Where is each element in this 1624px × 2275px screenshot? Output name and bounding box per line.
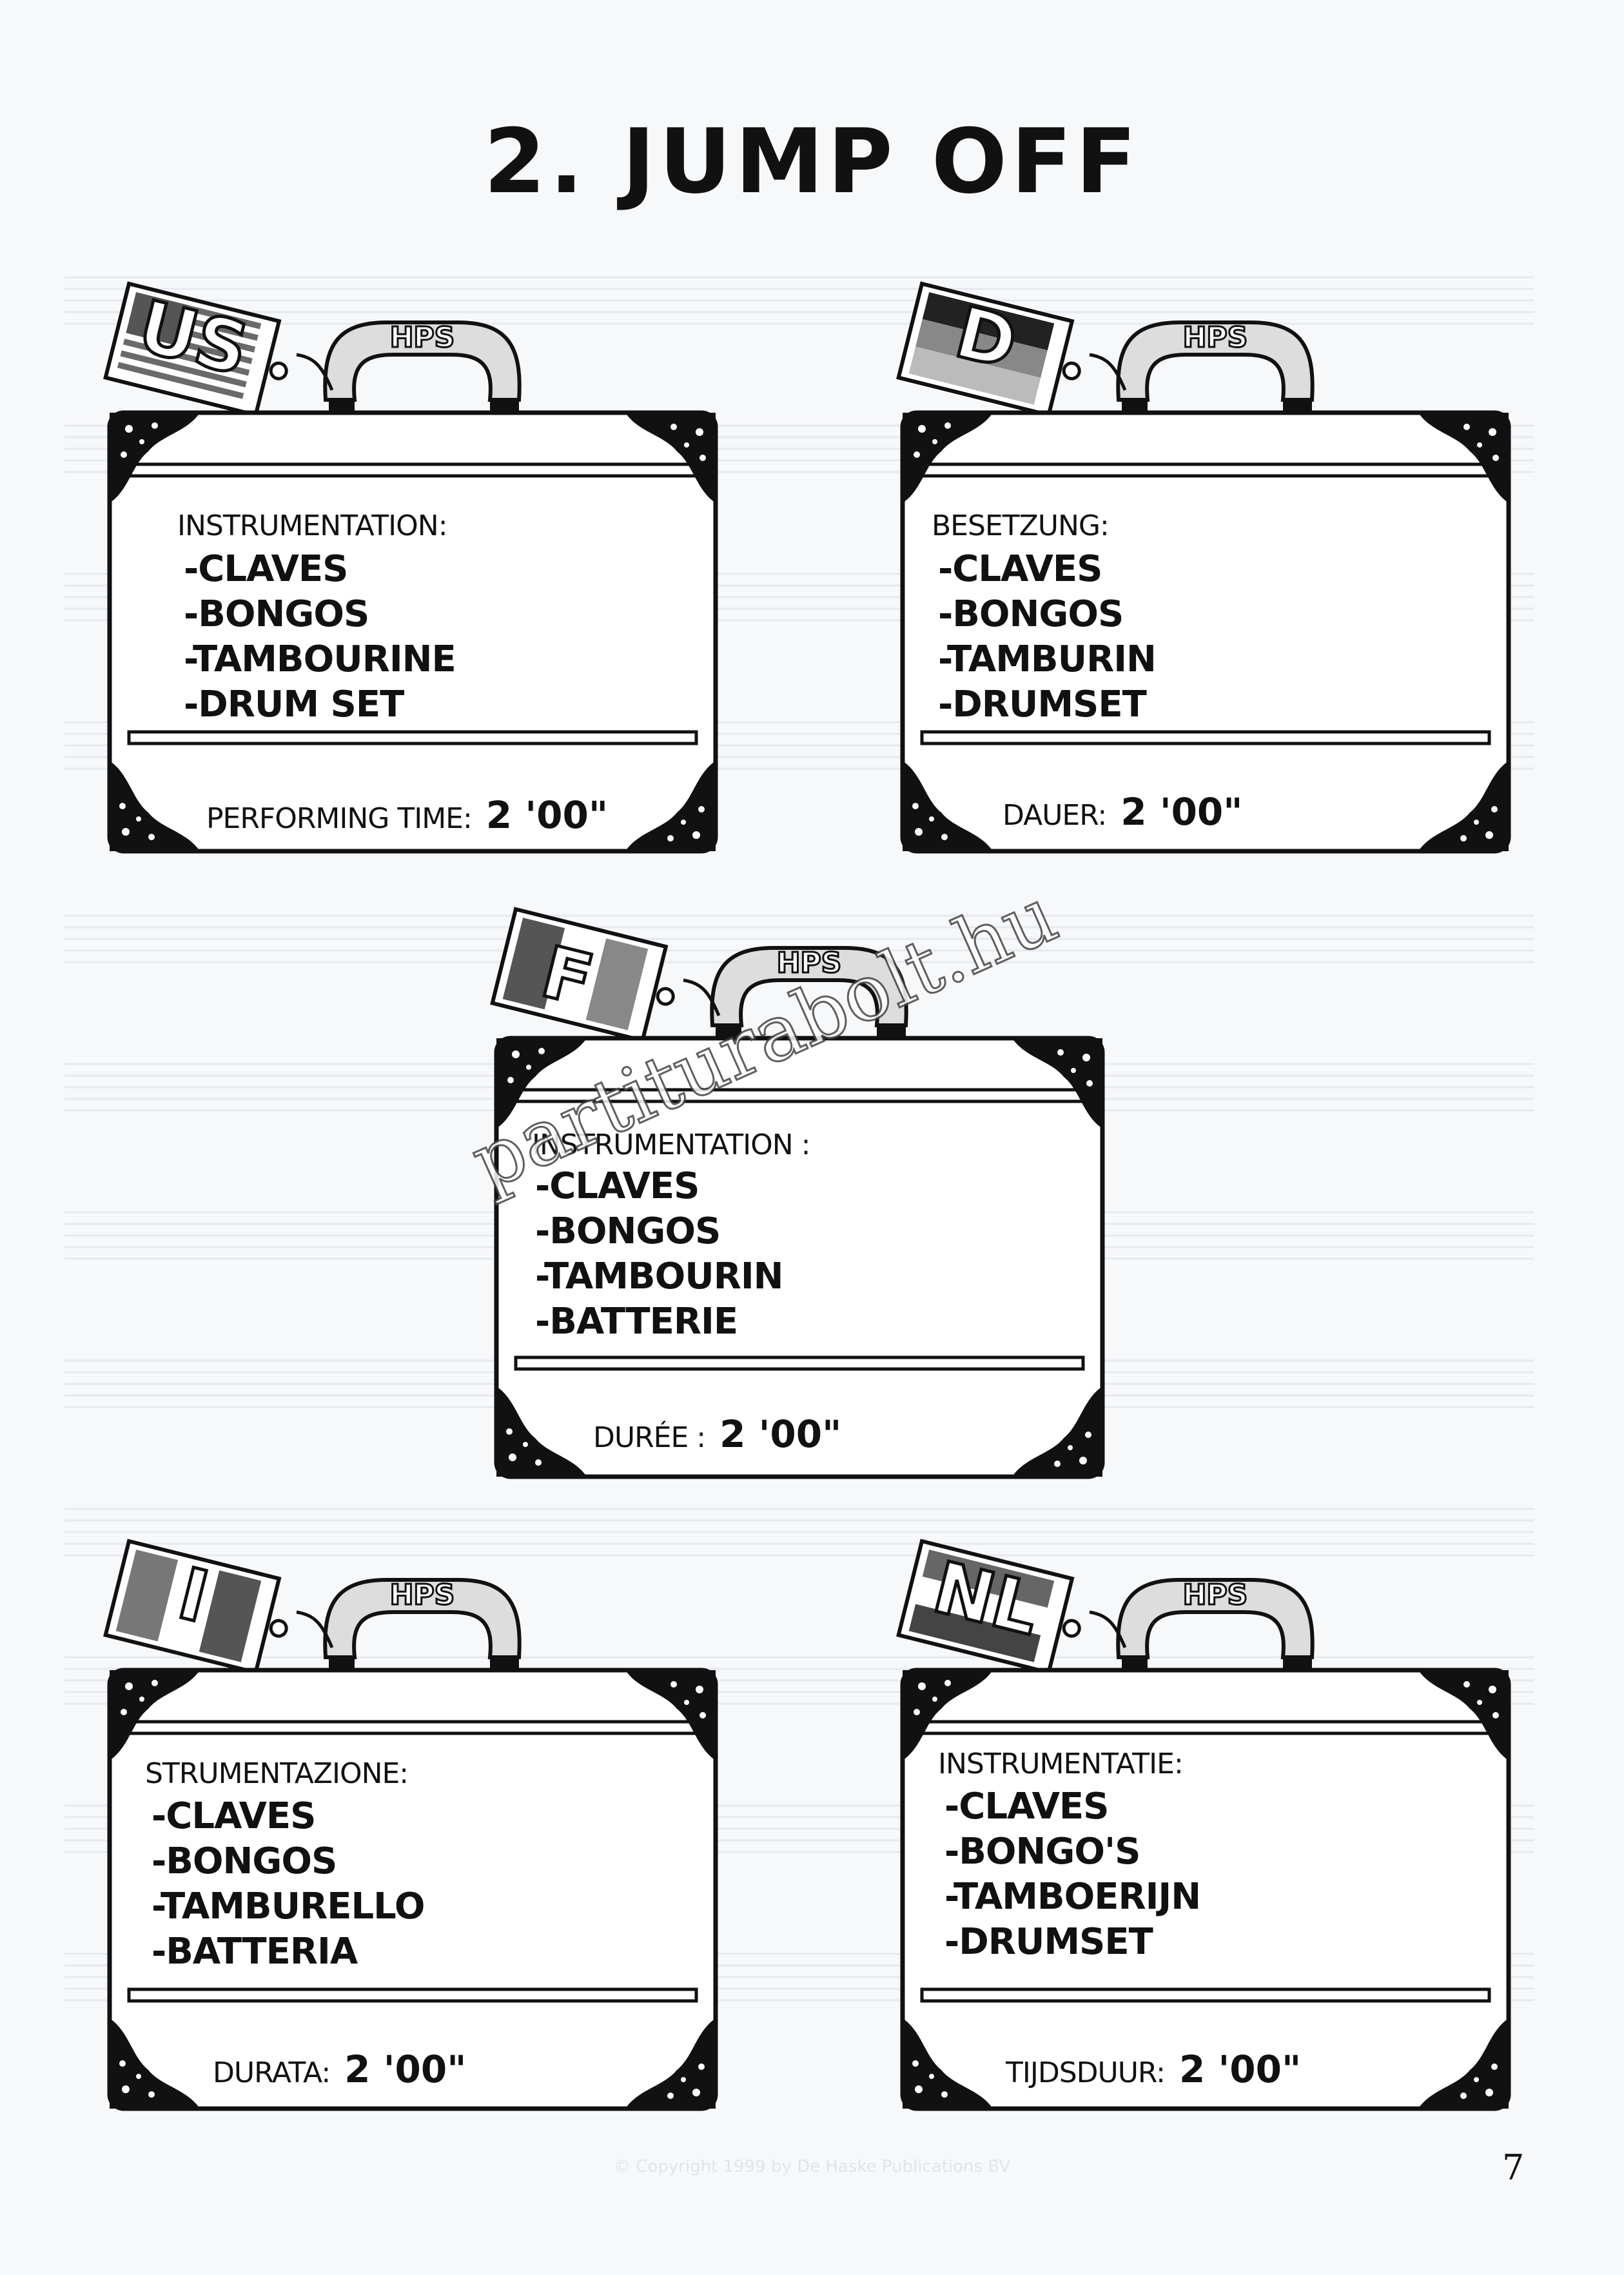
duration-value: 2 '00" [485,793,609,837]
copyright-notice: © Copyright 1999 by De Haske Publication… [613,2157,1011,2176]
instrument-item: -CLAVES [152,1795,317,1837]
instrumentation-heading: INSTRUMENTATION: [177,509,448,542]
duration-value: 2 '00" [719,1412,842,1456]
suitcase-nl: HPS NL INSTRUMENTATIE: -CLAVES -BONGO'S … [896,1528,1541,2122]
duration: DURATA: 2 '00" [213,2047,466,2091]
suitcase-handle: HPS [323,1578,522,1677]
duration-value: 2 '00" [344,2047,467,2091]
instrument-item: -DRUM SET [184,684,404,725]
duration-value: 2 '00" [1179,2047,1302,2091]
suitcase-us: HPS US INSTRUMENTATION: -CLAVES -BONGOS … [103,271,748,864]
instrument-item: -TAMBOURINE [184,638,456,680]
suitcase-d: HPS D BESETZUNG: -CLAVES -BONGOS -TAMBUR… [896,271,1541,864]
suitcase-handle: HPS [1116,320,1315,419]
duration: PERFORMING TIME: 2 '00" [206,793,608,837]
instrument-item: -CLAVES [184,548,348,590]
suitcase-illustration: HPS [103,281,718,854]
instrument-item: -TAMBOURIN [535,1256,784,1297]
instrument-item: -BONGOS [152,1840,337,1882]
instrumentation-heading: BESETZUNG: [932,509,1110,542]
instrument-item: -DRUMSET [944,1921,1153,1963]
instrument-list: -CLAVES -BONGOS -TAMBOURINE -DRUM SET [184,547,456,727]
instrument-item: -CLAVES [944,1786,1110,1827]
instrument-item: -BATTERIA [152,1931,358,1973]
instrumentation-heading: INSTRUMENTATIE: [938,1748,1184,1780]
instrument-item: -BATTERIE [535,1301,738,1343]
suitcase-handle: HPS [1116,1578,1315,1677]
instrument-item: -BONGOS [938,593,1124,635]
svg-text:HPS: HPS [1183,321,1248,354]
svg-text:HPS: HPS [777,947,842,980]
instrument-item: -CLAVES [535,1165,699,1207]
page-title: 2. JUMP OFF [484,110,1140,213]
suitcase-illustration: HPS [896,281,1511,854]
instrumentation-heading: INSTRUMENTATION : [532,1128,811,1161]
duration-label: DURÉE : [593,1421,706,1454]
instrument-list: -CLAVES -BONGO'S -TAMBOERIJN -DRUMSET [944,1784,1201,1965]
instrument-item: -TAMBOERIJN [944,1876,1201,1918]
instrumentation-heading: STRUMENTAZIONE: [145,1757,409,1790]
duration: DAUER: 2 '00" [1003,790,1243,834]
duration-label: TIJDSDUUR: [1006,2056,1166,2089]
svg-text:HPS: HPS [390,321,455,354]
instrument-item: -CLAVES [938,548,1102,590]
page-number: 7 [1502,2147,1525,2188]
duration: DURÉE : 2 '00" [593,1412,841,1456]
duration-label: DAUER: [1003,799,1107,832]
duration-label: DURATA: [213,2056,331,2089]
duration-label: PERFORMING TIME: [206,802,473,835]
instrument-item: -TAMBURELLO [152,1886,425,1927]
suitcase-f: HPS F INSTRUMENTATION : -CLAVES -BONGOS … [490,896,1135,1490]
instrument-item: -BONGOS [184,593,369,635]
svg-text:HPS: HPS [390,1579,455,1611]
suitcase-illustration: HPS [490,907,1105,1479]
suitcase-illustration: HPS [103,1539,718,2111]
suitcase-illustration: HPS [896,1539,1511,2111]
duration: TIJDSDUUR: 2 '00" [1006,2047,1301,2091]
instrument-item: -TAMBURIN [938,638,1157,680]
suitcase-i: HPS I STRUMENTAZIONE: -CLAVES -BONGOS -T… [103,1528,748,2122]
suitcase-handle: HPS [323,320,522,419]
instrument-item: -BONGO'S [944,1831,1140,1873]
instrument-list: -CLAVES -BONGOS -TAMBURIN -DRUMSET [938,547,1157,727]
svg-text:HPS: HPS [1183,1579,1248,1611]
instrument-list: -CLAVES -BONGOS -TAMBOURIN -BATTERIE [535,1164,784,1344]
duration-value: 2 '00" [1120,790,1243,834]
instrument-item: -DRUMSET [938,684,1147,725]
instrument-item: -BONGOS [535,1210,721,1252]
instrument-list: -CLAVES -BONGOS -TAMBURELLO -BATTERIA [152,1794,425,1975]
